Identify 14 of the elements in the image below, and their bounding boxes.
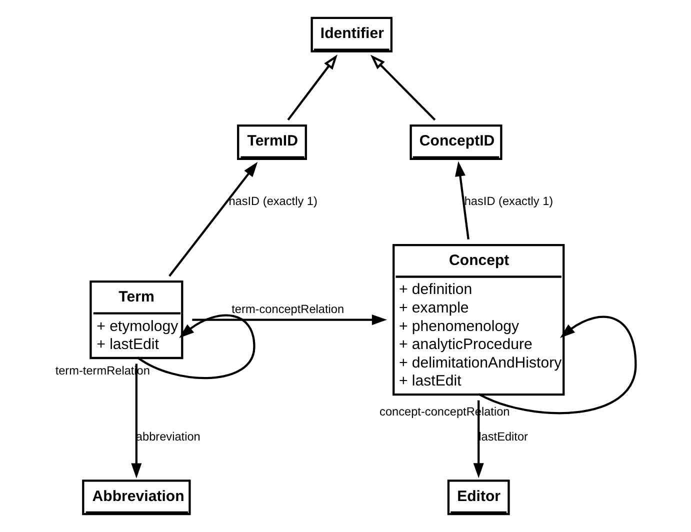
edge-label: hasID (exactly 1) — [228, 194, 318, 208]
arrow — [455, 161, 470, 240]
arrow — [192, 314, 388, 326]
node-box: Concept + definition + example + phenomenology + analyticProcedure + delimitationAndHistory + lastEdit — [392, 244, 565, 396]
edge-label: hasID (exactly 1) — [464, 194, 554, 208]
arrow — [287, 54, 338, 121]
arrow — [370, 54, 436, 121]
edge-label: term-conceptRelation — [232, 302, 344, 316]
arrow — [131, 364, 142, 478]
edge-label: lastEditor — [478, 430, 528, 444]
arrow — [473, 400, 484, 478]
edge-label: abbreviation — [136, 430, 200, 444]
arrow — [168, 162, 258, 277]
node-box: Term + etymology + lastEdit — [90, 280, 184, 360]
